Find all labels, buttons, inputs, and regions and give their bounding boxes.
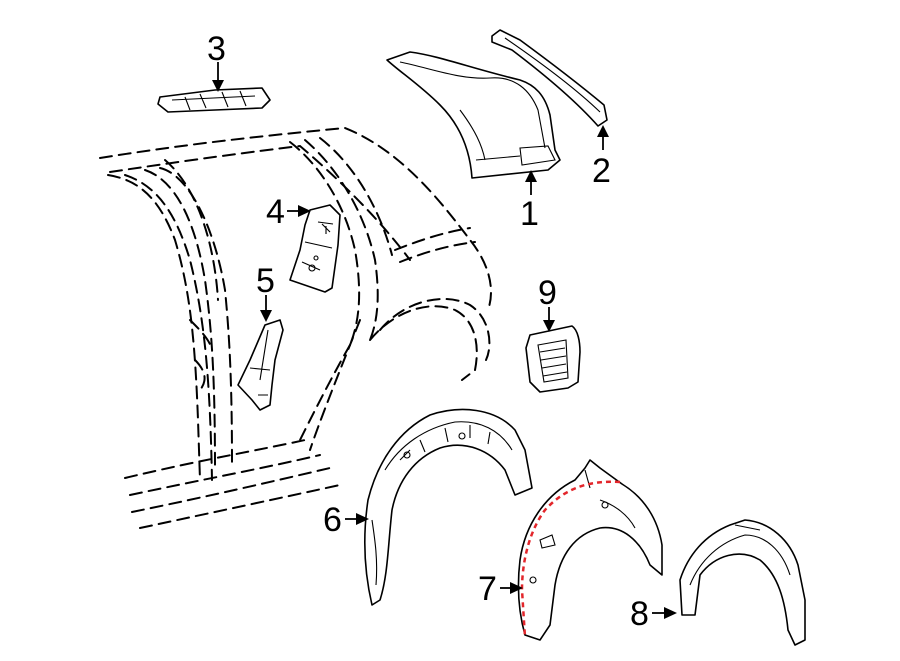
part-3-roof-rail bbox=[157, 87, 271, 113]
part-6-wheelhouse-liner bbox=[363, 408, 533, 606]
callout-1: 1 bbox=[520, 195, 539, 233]
callout-2: 2 bbox=[592, 152, 611, 190]
vehicle-body-outline bbox=[99, 126, 492, 529]
part-4-bracket bbox=[289, 204, 341, 293]
callout-3: 3 bbox=[207, 30, 226, 68]
part-9-vent bbox=[525, 325, 581, 393]
part-1-quarter-panel bbox=[386, 51, 561, 179]
callout-7: 7 bbox=[478, 570, 497, 608]
part-5-pillar-brace bbox=[237, 319, 284, 411]
part-8-outer-liner bbox=[679, 519, 806, 646]
part-2-trim-strip bbox=[491, 29, 608, 127]
callout-4: 4 bbox=[266, 193, 285, 231]
red-dashed-highlight bbox=[520, 480, 621, 638]
callout-leaders bbox=[212, 62, 677, 619]
callout-5: 5 bbox=[256, 262, 275, 300]
callout-labels: 3 1 2 4 5 9 6 7 8 bbox=[207, 30, 649, 633]
callout-8: 8 bbox=[630, 595, 649, 633]
callout-6: 6 bbox=[323, 501, 342, 539]
part-7-inner-liner bbox=[517, 459, 663, 641]
callout-9: 9 bbox=[538, 274, 557, 312]
